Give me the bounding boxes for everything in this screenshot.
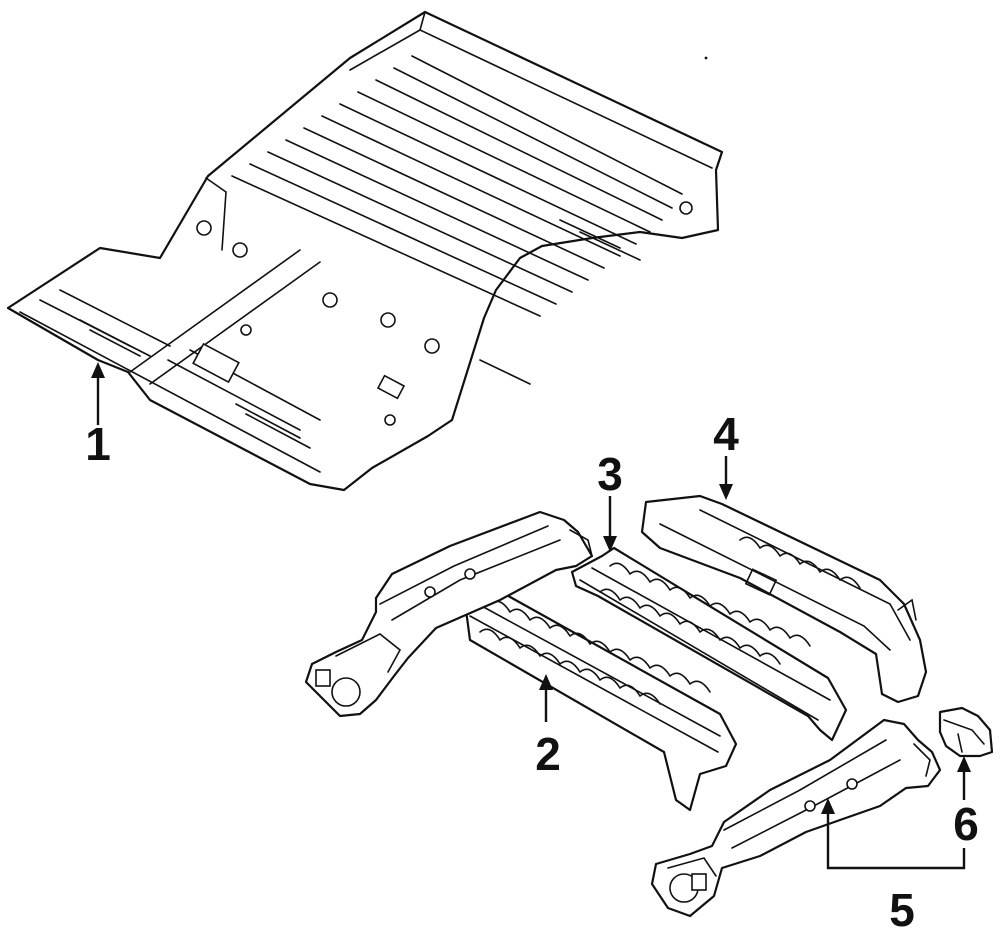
floor-pan bbox=[6, 10, 724, 492]
callout-labels: 1 2 3 4 5 6 bbox=[85, 408, 979, 934]
callout-5: 5 bbox=[889, 884, 915, 934]
leader-arrowheads bbox=[91, 362, 971, 814]
rail-bracket bbox=[938, 706, 994, 758]
scan-speck bbox=[704, 56, 708, 60]
leader-lines bbox=[96, 372, 966, 870]
left-side-rail bbox=[304, 510, 594, 718]
arrowhead-3 bbox=[603, 536, 617, 552]
inner-crossmember bbox=[464, 586, 738, 812]
arrowhead-5 bbox=[821, 798, 835, 814]
right-side-rail bbox=[650, 718, 942, 918]
callout-2: 2 bbox=[535, 728, 561, 780]
center-crossmember bbox=[570, 546, 848, 742]
arrowhead-2 bbox=[539, 674, 553, 690]
arrowhead-6 bbox=[957, 756, 971, 772]
callout-6: 6 bbox=[953, 798, 979, 850]
callout-4: 4 bbox=[713, 408, 739, 460]
arrowhead-1 bbox=[91, 362, 105, 378]
arrowhead-4 bbox=[719, 484, 733, 500]
rear-crossmember bbox=[640, 494, 928, 704]
callout-1: 1 bbox=[85, 418, 111, 470]
callout-3: 3 bbox=[597, 448, 623, 500]
